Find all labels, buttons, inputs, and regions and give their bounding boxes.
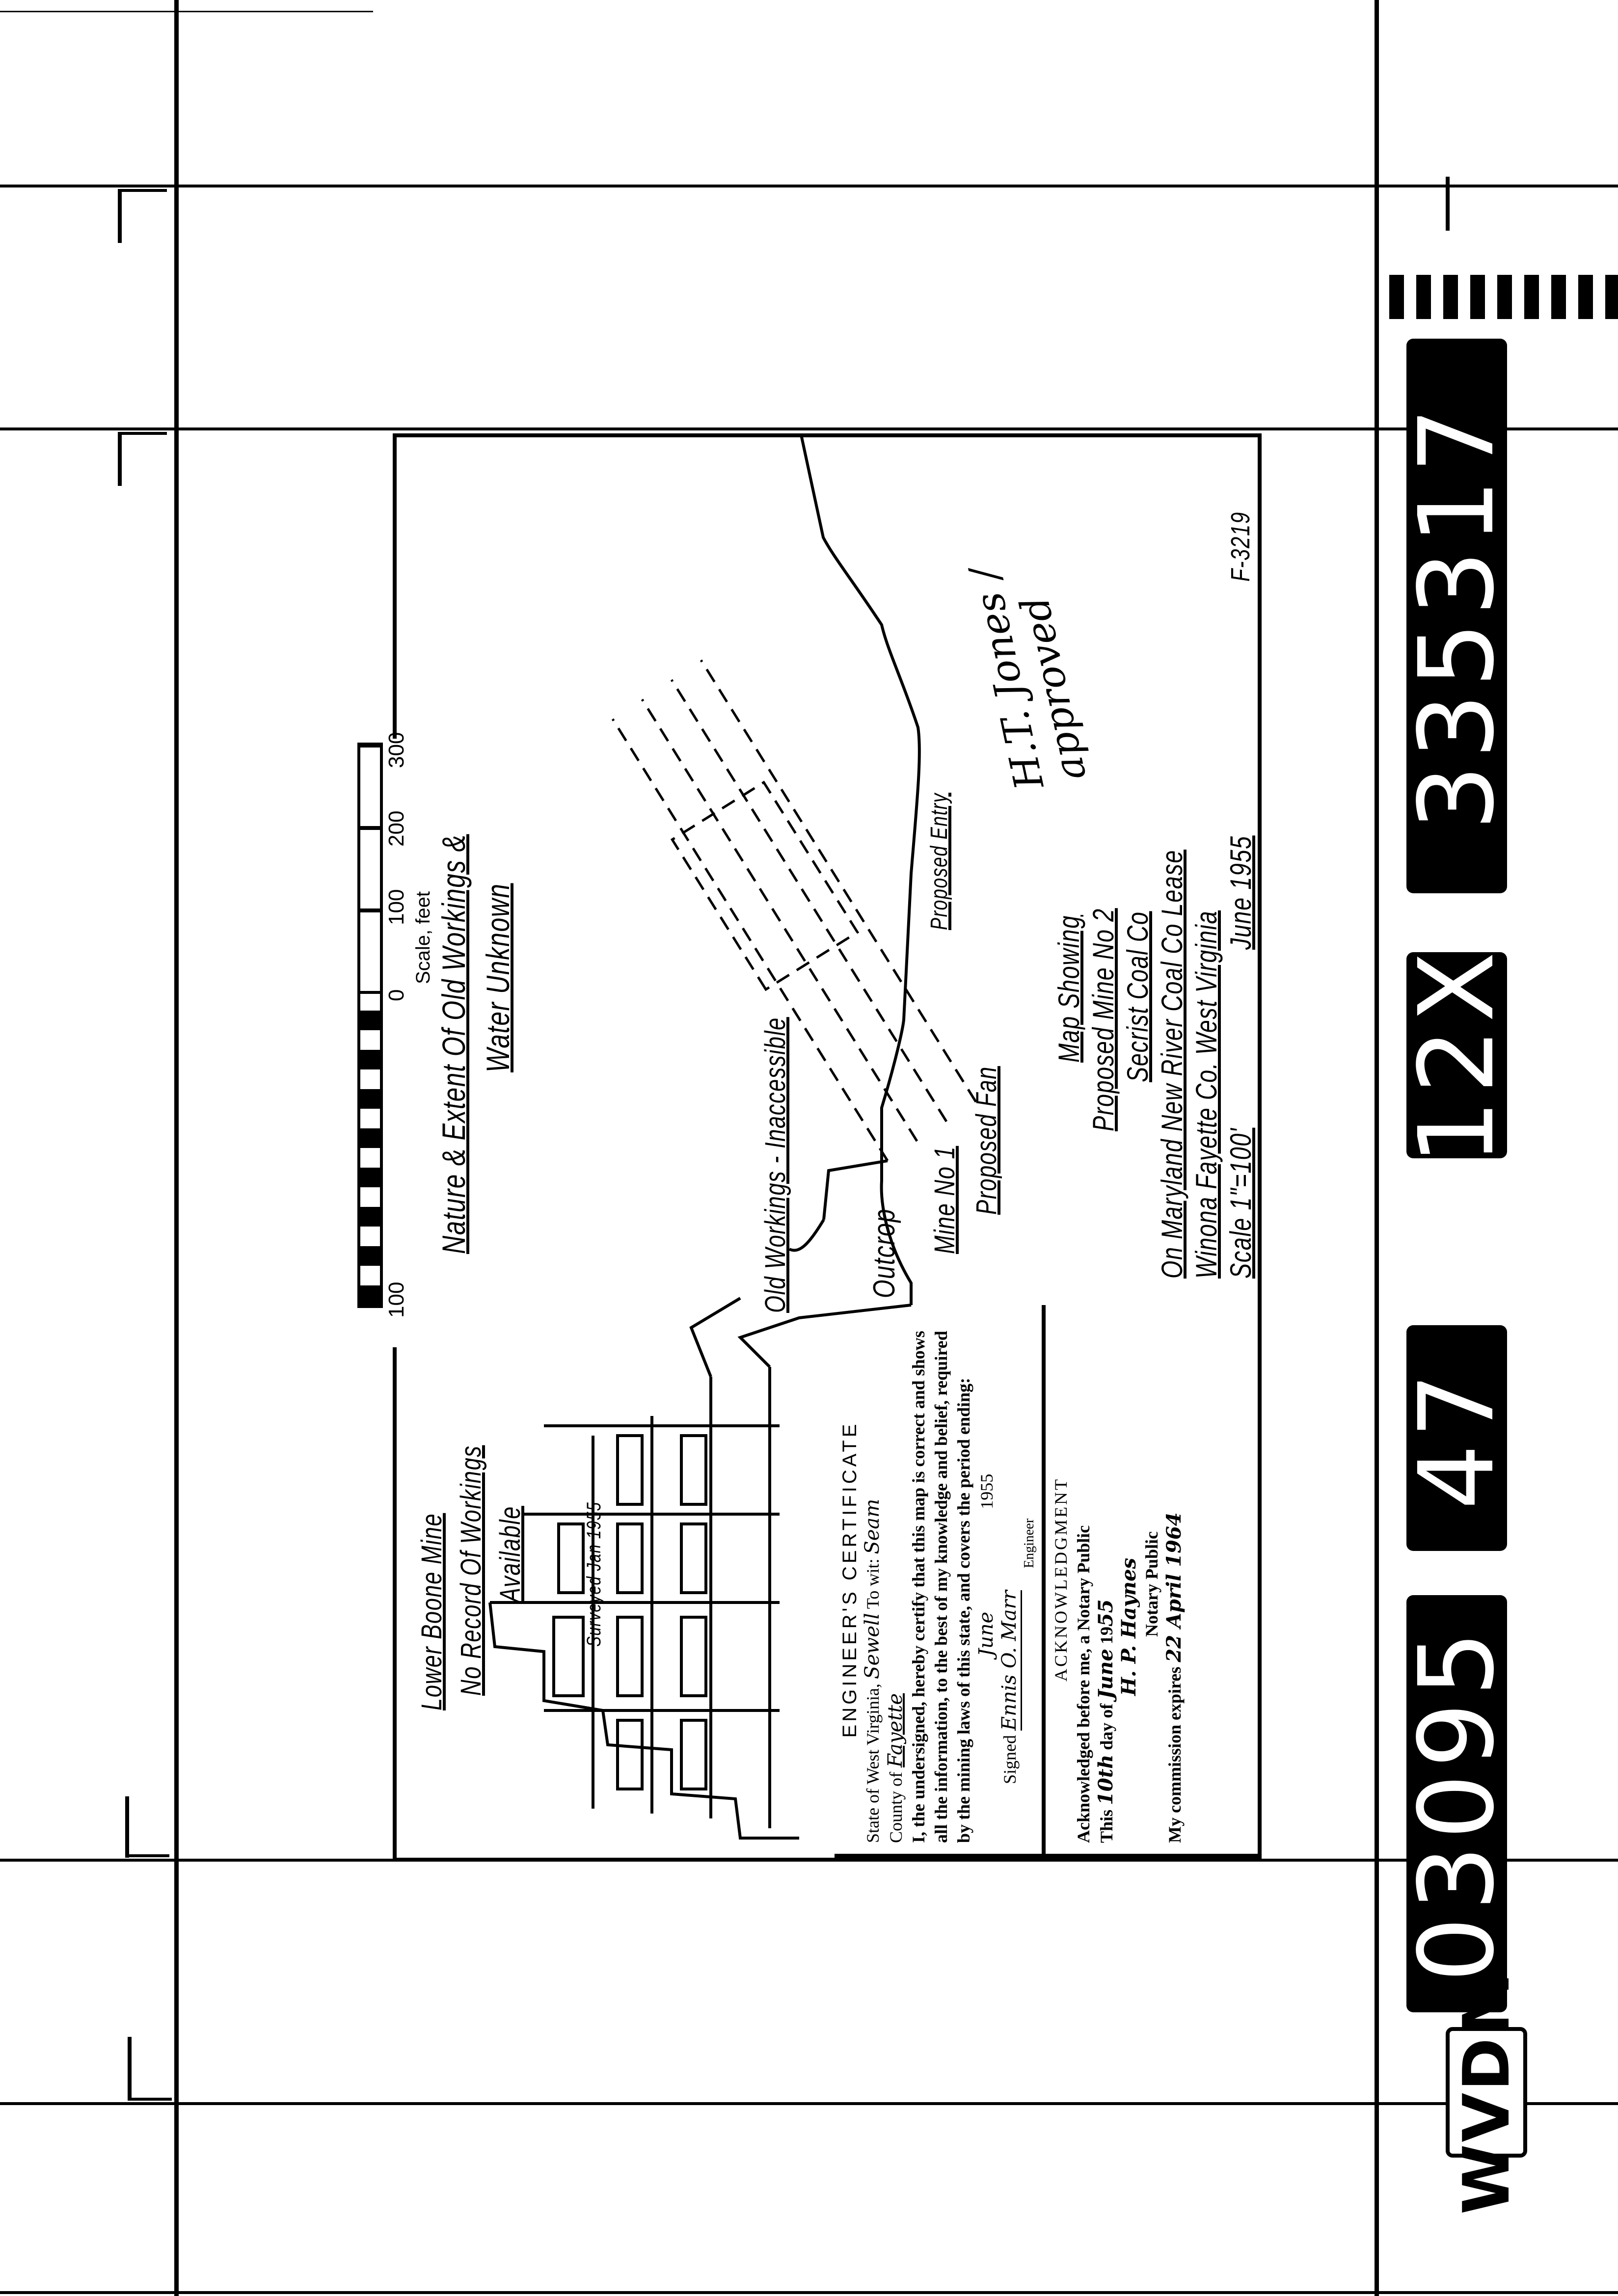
state-line: State of West Virginia, Sewell To wit: S… bbox=[861, 1498, 884, 1843]
certificate-heading: ENGINEER'S CERTIFICATE bbox=[839, 1421, 861, 1738]
frame-line bbox=[0, 11, 373, 12]
notary-signature: H. P. Haynes bbox=[1117, 1558, 1140, 1696]
commission-line: My commission expires 22 April 1964 bbox=[1162, 1512, 1186, 1843]
label-outcrop: Outcrop bbox=[867, 1208, 901, 1298]
scale-label: Scale, feet bbox=[412, 891, 434, 984]
mine-workings-drawing bbox=[488, 434, 977, 1840]
label-old-workings: Old Workings - Inaccessible bbox=[759, 1017, 791, 1313]
mine-map-sheet: 100 0 100 200 300 Scale, feet Lower Boon… bbox=[338, 433, 1262, 1862]
scale-tick: 100 bbox=[384, 889, 408, 925]
film-id-frame: 47 bbox=[1397, 1325, 1517, 1551]
frame-line bbox=[0, 185, 1618, 187]
film-id-number: 335317 bbox=[1397, 339, 1517, 893]
frame-line-left bbox=[174, 0, 179, 2296]
frame-line bbox=[0, 2102, 1618, 2105]
period-line: June 1955 bbox=[975, 1473, 998, 1656]
corner-mark bbox=[1446, 177, 1450, 231]
scale-tick: 100 bbox=[384, 1281, 408, 1318]
label-no-record: No Record Of Workings bbox=[455, 1445, 487, 1696]
title-line: Proposed Mine No 2 bbox=[1087, 908, 1120, 1131]
title-line: June 1955 bbox=[1224, 835, 1257, 950]
title-line: Winona Fayette Co. West Virginia bbox=[1190, 910, 1223, 1279]
engineer-label: Engineer bbox=[1022, 1518, 1037, 1568]
engineer-section: ENGINEER'S CERTIFICATE State of West Vir… bbox=[835, 1305, 1046, 1854]
label-nature-extent: Nature & Extent Of Old Workings & bbox=[435, 834, 472, 1254]
proposed-mine-no2 bbox=[611, 659, 977, 1162]
film-id-roll: 03095 bbox=[1397, 1595, 1517, 2012]
frame-line bbox=[0, 427, 1618, 430]
label-mine-no1: Mine No 1 bbox=[929, 1146, 961, 1254]
corner-mark bbox=[125, 1854, 169, 1857]
drawing-number: F-3219 bbox=[1226, 511, 1255, 582]
title-line: Secrist Coal Co bbox=[1121, 911, 1154, 1082]
label-proposed-entry: Proposed Entry bbox=[926, 793, 952, 930]
title-line: Scale 1"=100' bbox=[1224, 1127, 1257, 1279]
corner-mark bbox=[118, 189, 122, 243]
corner-mark bbox=[118, 432, 122, 486]
signed-line: Signed Ennis O. Marr bbox=[998, 1316, 1022, 1843]
acknowledgment-heading: ACKNOWLEDGMENT bbox=[1051, 1477, 1071, 1682]
title-line: On Maryland New River Coal Co Lease bbox=[1156, 850, 1188, 1279]
scale-bar: 100 0 100 200 300 Scale, feet bbox=[338, 732, 436, 1347]
collection-code: WVDM bbox=[1446, 1970, 1527, 2215]
scale-bar-graphic bbox=[357, 988, 383, 1308]
corner-mark bbox=[125, 1796, 129, 1858]
corner-mark bbox=[118, 189, 167, 192]
acknowledgment-text: Acknowledged before me, a Notary Public bbox=[1074, 1525, 1093, 1843]
label-water-unknown: Water Unknown bbox=[480, 883, 516, 1072]
scale-tick: 200 bbox=[384, 810, 408, 847]
title-line: Map Showing bbox=[1052, 915, 1085, 1063]
outcrop-line bbox=[800, 434, 921, 1305]
corner-mark bbox=[118, 432, 167, 435]
label-lower-boone-mine: Lower Boone Mine bbox=[416, 1513, 448, 1710]
certification-text: I, the undersigned, hereby certify that … bbox=[909, 1331, 973, 1843]
scale-tick: 300 bbox=[384, 732, 408, 768]
corner-mark bbox=[128, 2037, 132, 2101]
frame-line-right bbox=[1375, 0, 1379, 2296]
label-surveyed: Surveyed Jan 1955 bbox=[583, 1501, 605, 1647]
acknowledgment-section: ACKNOWLEDGMENT Acknowledged before me, a… bbox=[1046, 1305, 1190, 1854]
frame-line bbox=[0, 2291, 1618, 2294]
old-workings-lower-boone bbox=[488, 1159, 912, 1840]
label-proposed-fan: Proposed Fan bbox=[971, 1066, 1002, 1215]
label-available: Available bbox=[494, 1506, 526, 1602]
engineers-certificate: ENGINEER'S CERTIFICATE State of West Vir… bbox=[835, 1305, 1262, 1858]
notary-label: Notary Public bbox=[1142, 1531, 1161, 1637]
scale-tick: 0 bbox=[384, 989, 408, 1001]
scale-bar-graphic bbox=[357, 743, 383, 994]
corner-mark bbox=[128, 2098, 172, 2101]
corner-mark bbox=[1446, 185, 1500, 187]
film-id-reduction: 12X bbox=[1397, 945, 1517, 1165]
registration-bars bbox=[1389, 275, 1618, 319]
date-line: This 10th day of June 1955 bbox=[1094, 1599, 1117, 1843]
county-line: County of Fayette bbox=[884, 1693, 907, 1843]
